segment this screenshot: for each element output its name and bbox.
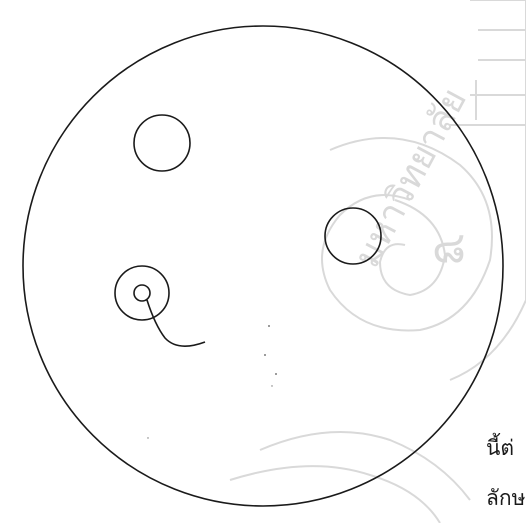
watermark-arc-lower xyxy=(260,432,470,500)
concentric-circle-outer xyxy=(115,266,169,320)
caption-text-line-2: ลักษ xyxy=(486,488,525,509)
caption-text-line-1: นี้ต่ xyxy=(486,438,514,459)
small-circle-upper xyxy=(134,115,190,171)
speck xyxy=(271,385,272,386)
watermark-arc-outer xyxy=(450,0,526,380)
tail-curve xyxy=(147,300,205,346)
speck xyxy=(268,325,270,327)
speck xyxy=(275,373,277,375)
speck xyxy=(147,437,148,438)
speck xyxy=(264,354,266,356)
concentric-circle-inner xyxy=(134,285,150,301)
watermark-numeral: ๘ xyxy=(432,222,466,273)
